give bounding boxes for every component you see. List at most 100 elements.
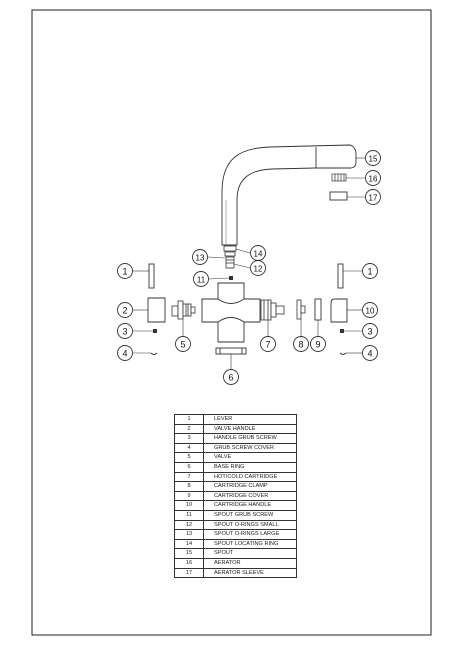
- callout-5: [175, 336, 191, 352]
- part-number: 16: [174, 557, 204, 569]
- callout-15: [365, 150, 381, 166]
- part-name: SPOUT: [203, 548, 297, 559]
- valve: [171, 300, 196, 320]
- grub-screw-left: [153, 329, 157, 333]
- part-name: AERATOR SLEEVE: [203, 567, 297, 579]
- part-number: 2: [174, 423, 204, 435]
- callout-7: [260, 336, 276, 352]
- spout-o-rings: [223, 245, 237, 269]
- part-name: AERATOR: [203, 557, 297, 569]
- part-name: HANDLE GRUB SCREW: [203, 433, 297, 444]
- callout-label: 6: [228, 373, 233, 383]
- callout-label: 4: [122, 349, 127, 359]
- part-name: SPOUT LOCATING RING: [203, 538, 297, 550]
- part-number: 9: [174, 490, 204, 502]
- part-name: SPOUT O-RINGS LARGE: [203, 529, 297, 540]
- callout-label: 12: [254, 265, 263, 274]
- callout-label: 10: [366, 307, 375, 316]
- grub-screw-cover-right: [339, 352, 347, 355]
- drawing-border: [31, 9, 432, 636]
- callout-label: 4: [367, 349, 372, 359]
- callout-label: 1: [367, 267, 372, 277]
- leader-lines: [133, 157, 365, 369]
- callout-6: [223, 369, 239, 385]
- part-number: 14: [174, 538, 204, 550]
- callout-1-right: [362, 263, 378, 279]
- part-number: 3: [174, 433, 204, 444]
- part-number: 13: [174, 529, 204, 540]
- callout-4-right: [362, 345, 378, 361]
- part-name: HOT/COLD CARTRIDGE: [203, 471, 297, 483]
- part-number: 12: [174, 519, 204, 531]
- callout-label: 9: [315, 340, 320, 350]
- aerator-sleeve: [329, 191, 348, 201]
- spout-grub-screw: [229, 276, 233, 280]
- callout-label: 15: [369, 155, 378, 164]
- aerator: [331, 173, 347, 182]
- lever-right: [337, 263, 344, 289]
- callout-10: [362, 302, 378, 318]
- cartridge-cover: [314, 298, 322, 321]
- grub-screw-right: [340, 329, 344, 333]
- callout-label: 3: [122, 327, 127, 337]
- part-name: GRUB SCREW COVER: [203, 442, 297, 454]
- valve-handle-left: [147, 297, 166, 323]
- callout-3-left: [117, 323, 133, 339]
- part-name: SPOUT O-RINGS SMALL: [203, 519, 297, 531]
- callout-9: [310, 336, 326, 352]
- part-name: LEVER: [203, 414, 297, 425]
- callout-3-right: [362, 323, 378, 339]
- callout-label: 1: [122, 267, 127, 277]
- grub-screw-cover-left: [150, 352, 158, 355]
- part-name: VALVE HANDLE: [203, 423, 297, 435]
- base-ring: [215, 347, 247, 355]
- callout-label: 8: [298, 340, 303, 350]
- callout-8: [293, 336, 309, 352]
- hot-cold-cartridge: [260, 299, 285, 321]
- callout-label: 3: [367, 327, 372, 337]
- callout-label: 17: [369, 194, 378, 203]
- callouts: [117, 150, 381, 385]
- tap-body: [201, 282, 261, 343]
- callout-label: 16: [369, 175, 378, 184]
- callout-11: [193, 271, 209, 287]
- callout-label: 14: [254, 250, 263, 259]
- part-name: SPOUT GRUB SCREW: [203, 509, 297, 521]
- callout-16: [365, 170, 381, 186]
- callout-14: [250, 245, 266, 261]
- part-name: BASE RING: [203, 461, 297, 473]
- callout-label: 11: [197, 276, 206, 285]
- cartridge-clamp: [296, 299, 306, 320]
- part-number: 10: [174, 500, 204, 511]
- part-number: 5: [174, 452, 204, 463]
- callout-17: [365, 189, 381, 205]
- part-number: 15: [174, 548, 204, 559]
- callout-label: 13: [196, 254, 205, 263]
- callout-13: [192, 249, 208, 265]
- part-name: VALVE: [203, 452, 297, 463]
- part-name: CARTRIDGE COVER: [203, 490, 297, 502]
- part-number: 17: [174, 567, 204, 579]
- part-number: 4: [174, 442, 204, 454]
- callout-2: [117, 302, 133, 318]
- part-number: 6: [174, 461, 204, 473]
- callout-labels: 1 1 2 3 3 4 4 5 6 7 8 9 10 11 12 13 14 1…: [122, 155, 378, 383]
